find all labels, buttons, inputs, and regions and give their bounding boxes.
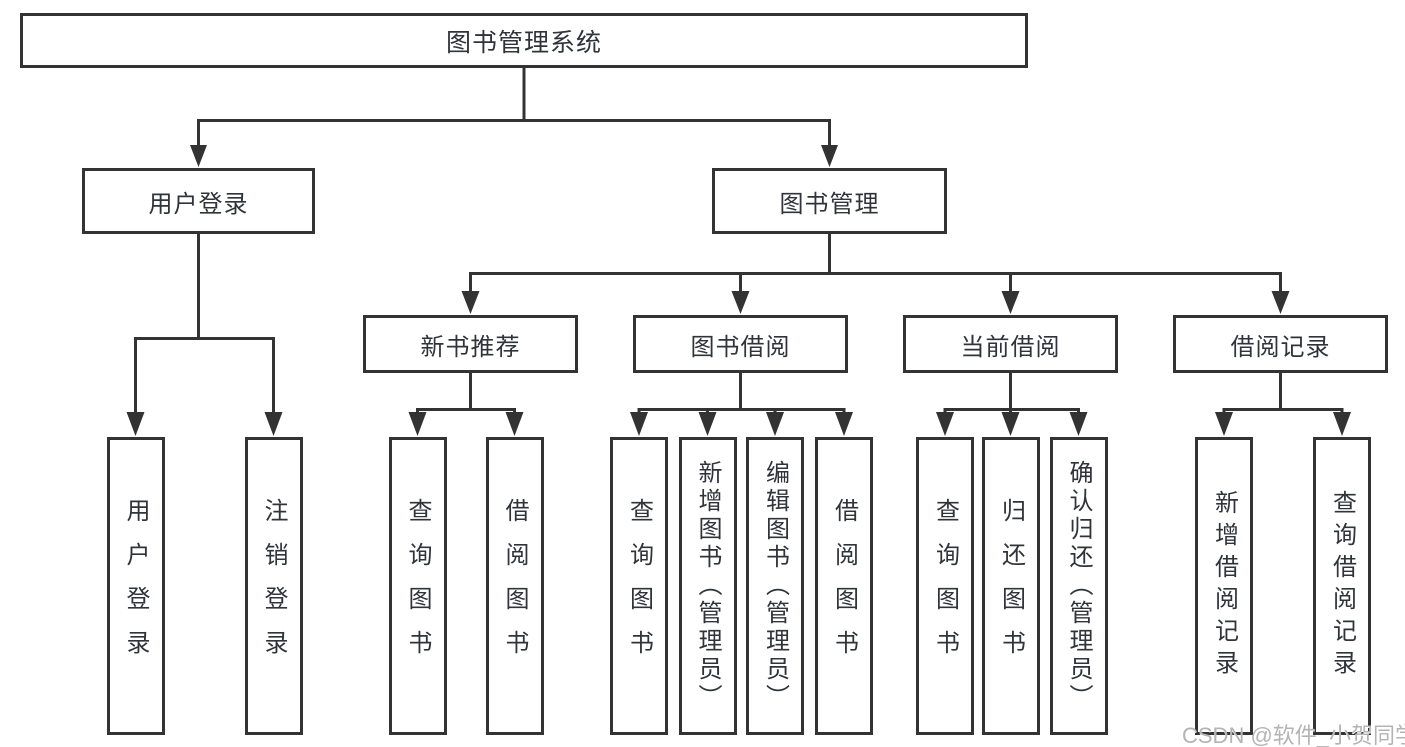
- node-label: 查询图书: [404, 498, 431, 674]
- arrow-down-icon: [126, 412, 145, 436]
- csdn-watermark: CSDN @软件_小贺同学: [1182, 723, 1405, 747]
- edge-records-to-leaves: [1222, 373, 1344, 412]
- arrow-down-icon: [766, 412, 784, 436]
- node-label: 确认归还（管理员）: [1065, 460, 1092, 712]
- leaf-add-borrow-record: 新增借阅记录: [1195, 437, 1253, 735]
- node-label: 图书借阅: [690, 333, 791, 361]
- node-book-management: 图书管理: [712, 168, 947, 234]
- node-label: 用户登录: [122, 498, 149, 674]
- arrow-down-icon: [1069, 412, 1088, 436]
- arrow-down-icon: [698, 412, 717, 436]
- arrow-down-icon: [190, 145, 207, 167]
- arrow-down-icon: [505, 412, 524, 436]
- arrow-down-icon: [1271, 291, 1290, 314]
- edge-bookmgmt-to-level3: [469, 234, 1282, 292]
- node-root-system: 图书管理系统: [20, 13, 1028, 68]
- node-label: 查询图书: [931, 498, 959, 674]
- leaf-add-books-admin: 新增图书（管理员）: [678, 437, 737, 735]
- node-label: 归还图书: [997, 498, 1025, 674]
- leaf-query-books-current: 查询图书: [916, 437, 974, 735]
- arrow-down-icon: [731, 291, 750, 314]
- arrowheads: [126, 145, 1351, 436]
- tree-edges: [134, 68, 1344, 413]
- arrow-down-icon: [408, 412, 427, 436]
- arrow-down-icon: [630, 412, 648, 436]
- node-label: 编辑图书（管理员）: [761, 460, 789, 712]
- leaf-query-books-borrow: 查询图书: [610, 437, 668, 735]
- node-user-login: 用户登录: [82, 168, 315, 234]
- node-label: 查询图书: [625, 498, 653, 674]
- arrow-down-icon: [264, 412, 283, 436]
- node-label: 新增借阅记录: [1210, 490, 1238, 682]
- leaf-borrow-books: 借阅图书: [815, 437, 873, 735]
- node-label: 借阅记录: [1230, 333, 1331, 361]
- node-label: 图书管理系统: [445, 28, 602, 57]
- arrow-down-icon: [1215, 412, 1233, 436]
- node-label: 查询借阅记录: [1328, 490, 1356, 682]
- node-label: 借阅图书: [501, 498, 528, 674]
- leaf-confirm-return-admin: 确认归还（管理员）: [1049, 437, 1108, 735]
- edge-bookborrow-to-leaves: [637, 373, 846, 412]
- leaf-borrow-books-recommend: 借阅图书: [485, 437, 544, 735]
- edge-root-to-level2: [197, 68, 831, 146]
- arrow-down-icon: [821, 145, 838, 167]
- arrow-down-icon: [936, 412, 954, 436]
- node-borrowing-records: 借阅记录: [1173, 315, 1388, 373]
- leaf-user-login: 用户登录: [106, 437, 165, 735]
- edge-currentborrow-to-leaves: [943, 373, 1080, 412]
- arrow-down-icon: [1333, 412, 1351, 436]
- leaf-query-books-recommend: 查询图书: [388, 437, 447, 735]
- leaf-edit-books-admin: 编辑图书（管理员）: [746, 437, 804, 735]
- node-label: 当前借阅: [960, 333, 1061, 361]
- node-label: 新书推荐: [420, 333, 521, 361]
- leaf-logout: 注销登录: [244, 437, 303, 735]
- node-label: 注销登录: [260, 498, 287, 674]
- node-current-borrowing: 当前借阅: [903, 315, 1118, 373]
- leaf-query-borrow-record: 查询借阅记录: [1313, 437, 1371, 735]
- node-book-borrowing: 图书借阅: [633, 315, 848, 373]
- node-label: 图书管理: [779, 190, 880, 218]
- node-label: 新增图书（管理员）: [694, 460, 721, 712]
- node-label: 借阅图书: [830, 498, 858, 674]
- arrow-down-icon: [1001, 291, 1020, 314]
- node-new-book-recommendation: 新书推荐: [363, 315, 578, 373]
- edge-newbooks-to-leaves: [416, 373, 516, 412]
- arrow-down-icon: [1001, 412, 1020, 436]
- leaf-return-books: 归还图书: [982, 437, 1040, 735]
- arrow-down-icon: [835, 412, 853, 436]
- arrow-down-icon: [461, 291, 480, 314]
- edge-userlogin-to-leaves: [134, 234, 275, 413]
- node-label: 用户登录: [148, 190, 249, 218]
